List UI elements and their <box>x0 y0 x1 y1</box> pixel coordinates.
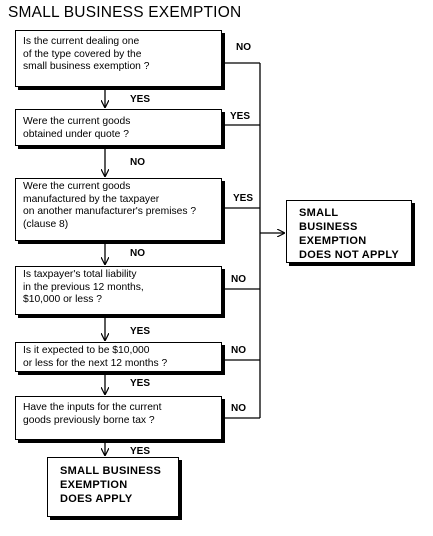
question-box-2: Were the current goods obtained under qu… <box>15 109 222 146</box>
no-label-q1: NO <box>236 42 251 53</box>
question-box-3: Were the current goods manufactured by t… <box>15 178 222 241</box>
yes-label-q1: YES <box>130 94 151 105</box>
outcome-not-apply: SMALL BUSINESS EXEMPTION DOES NOT APPLY <box>286 200 412 263</box>
question-box-6: Have the inputs for the current goods pr… <box>15 396 222 440</box>
no-label-q3: NO <box>130 248 145 259</box>
no-label-q6: NO <box>231 403 246 414</box>
no-label-q4: NO <box>231 274 246 285</box>
question-box-1: Is the current dealing one of the type c… <box>15 30 222 87</box>
yes-label-q6: YES <box>130 446 151 457</box>
question-box-5: Is it expected to be $10,000 or less for… <box>15 342 222 372</box>
yes-label-q3: YES <box>233 193 254 204</box>
yes-label-q4: YES <box>130 326 151 337</box>
no-label-q5: NO <box>231 345 246 356</box>
yes-label-q5: YES <box>130 378 151 389</box>
no-label-q2: NO <box>130 157 145 168</box>
outcome-apply: SMALL BUSINESS EXEMPTION DOES APPLY <box>47 457 179 517</box>
diagram-title: SMALL BUSINESS EXEMPTION <box>8 4 242 21</box>
yes-label-q2: YES <box>230 111 251 122</box>
question-box-4: Is taxpayer's total liability in the pre… <box>15 266 222 315</box>
